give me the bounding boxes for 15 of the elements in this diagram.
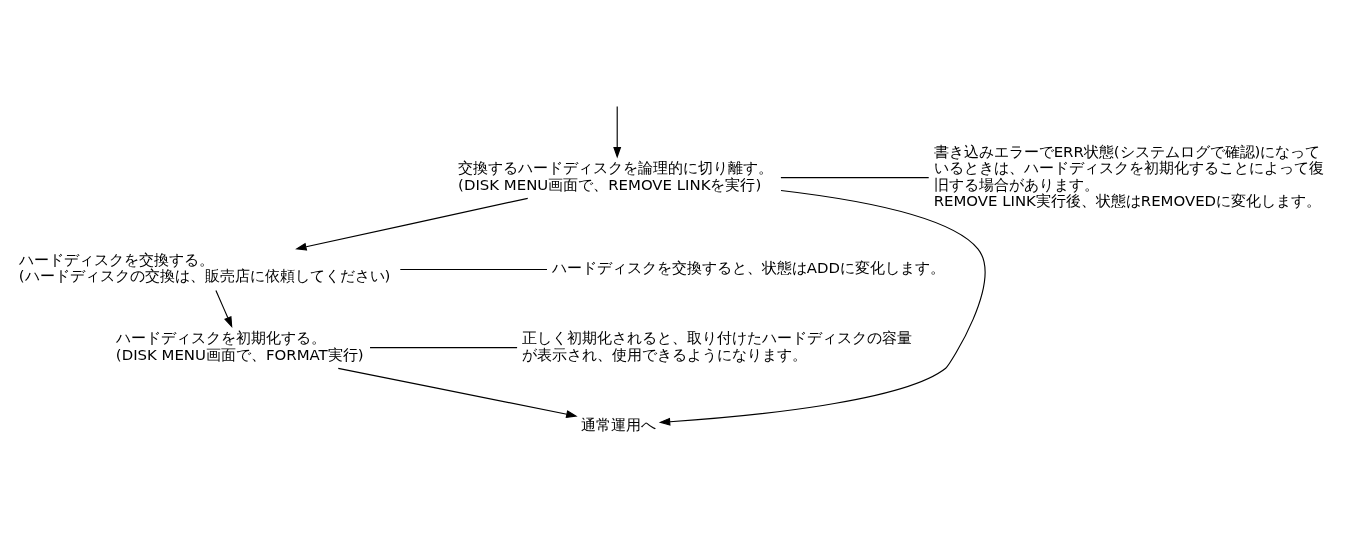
arrow — [215, 289, 233, 328]
connector — [369, 346, 518, 348]
node-text: 交換するハードディスクを論理的に切り離す。 (DISK MENU画面で、REMOVE LINKを実行) — [458, 159, 774, 194]
node-text: ハードディスクを交換する。 (ハードディスクの交換は、販売店に依頼してください) — [18, 250, 391, 285]
arrow — [613, 105, 622, 158]
arrow — [295, 197, 529, 251]
node-text: ハードディスクを交換すると、状態はADDに変化します。 — [551, 258, 945, 277]
connector — [399, 268, 548, 270]
node-text: 書き込みエラーでERR状態(システムログで確認)になっているときは、ハードディスクを初期化することによって復旧する場合があります。 REMOVE LINK実行後、状態はREMOVEDに変化します。 — [933, 142, 1324, 210]
node-text: 通常運用へ — [581, 415, 657, 434]
node-text: 正しく初期化されると、取り付けたハードディスクの容量が表示され、使用できるようになります。 — [521, 328, 912, 364]
arrow — [658, 189, 986, 426]
node-text: ハードディスクを初期化する。 (DISK MENU画面で、FORMAT実行) — [115, 328, 364, 364]
arrow — [337, 367, 578, 418]
connector — [780, 176, 930, 178]
